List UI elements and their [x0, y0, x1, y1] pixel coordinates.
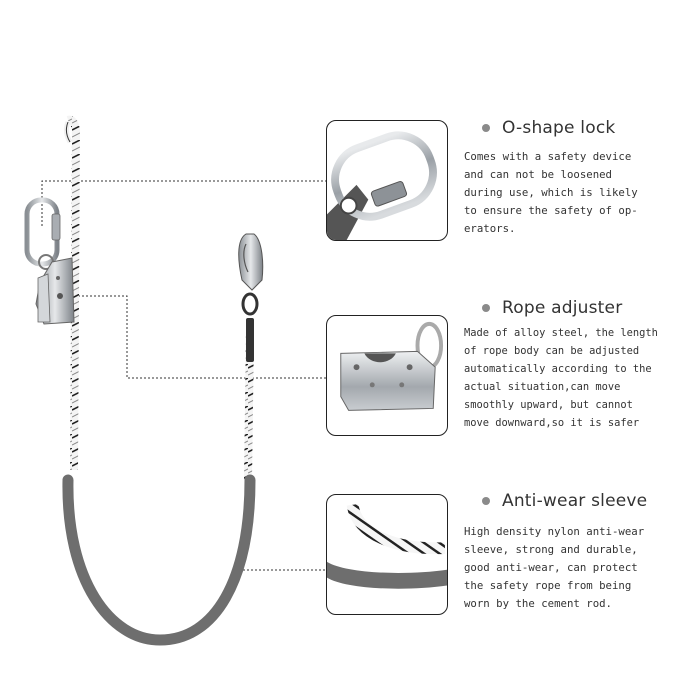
- anti-wear-sleeve-title-row: Anti-wear sleeve: [464, 491, 674, 511]
- bullet-icon: [482, 304, 490, 312]
- snap-hook-icon: [238, 233, 264, 362]
- o-shape-lock-image: [326, 120, 448, 241]
- rope-adjuster-title-row: Rope adjuster: [464, 298, 674, 318]
- desc-line: erators.: [464, 222, 516, 235]
- rope-adjuster-info: Rope adjuster Made of alloy steel, the l…: [464, 298, 674, 432]
- desc-line: sleeve, strong and durable,: [464, 543, 638, 556]
- anti-wear-sleeve-title: Anti-wear sleeve: [502, 491, 648, 511]
- desc-line: High density nylon anti-wear: [464, 525, 645, 538]
- anti-wear-sleeve-icon: [327, 503, 447, 589]
- rope-adjuster-description: Made of alloy steel, the length of rope …: [464, 324, 674, 432]
- desc-line: worn by the cement rod.: [464, 597, 612, 610]
- anti-wear-sleeve: [62, 474, 256, 646]
- left-carabiner-icon: [24, 197, 61, 270]
- anti-wear-sleeve-description: High density nylon anti-wear sleeve, str…: [464, 523, 674, 613]
- desc-line: Made of alloy steel, the length: [464, 327, 658, 339]
- rope-adjuster-image: [326, 315, 448, 436]
- desc-line: and can not be loosened: [464, 168, 612, 181]
- desc-line: smoothly upward, but cannot: [464, 399, 633, 411]
- desc-line: of rope body can be adjusted: [464, 345, 640, 357]
- bullet-icon: [482, 124, 490, 132]
- rope-adjuster-title: Rope adjuster: [502, 298, 623, 318]
- anti-wear-sleeve-info: Anti-wear sleeve High density nylon anti…: [464, 491, 674, 613]
- desc-line: actual situation,can move: [464, 381, 621, 393]
- desc-line: the safety rope from being: [464, 579, 632, 592]
- connector-lines: [41, 180, 326, 571]
- carabiner-icon: [327, 131, 437, 240]
- desc-line: to ensure the safety of op-: [464, 204, 638, 217]
- desc-line: Comes with a safety device: [464, 150, 632, 163]
- desc-line: good anti-wear, can protect: [464, 561, 638, 574]
- o-shape-lock-title-row: O-shape lock: [464, 118, 674, 138]
- o-shape-lock-description: Comes with a safety device and can not b…: [464, 148, 674, 238]
- anti-wear-sleeve-image: [326, 494, 448, 615]
- desc-line: automatically according to the: [464, 363, 652, 375]
- o-shape-lock-info: O-shape lock Comes with a safety device …: [464, 118, 674, 238]
- rope-adjuster-icon: [340, 321, 444, 411]
- desc-line: during use, which is likely: [464, 186, 638, 199]
- connector-line-lock: [41, 180, 326, 226]
- desc-line: move downward,so it is safer: [464, 417, 640, 429]
- o-shape-lock-title: O-shape lock: [502, 118, 616, 138]
- connector-line-adjuster: [62, 295, 326, 379]
- left-rope-adjuster-icon: [35, 257, 75, 325]
- left-rope: [63, 115, 81, 471]
- bullet-icon: [482, 497, 490, 505]
